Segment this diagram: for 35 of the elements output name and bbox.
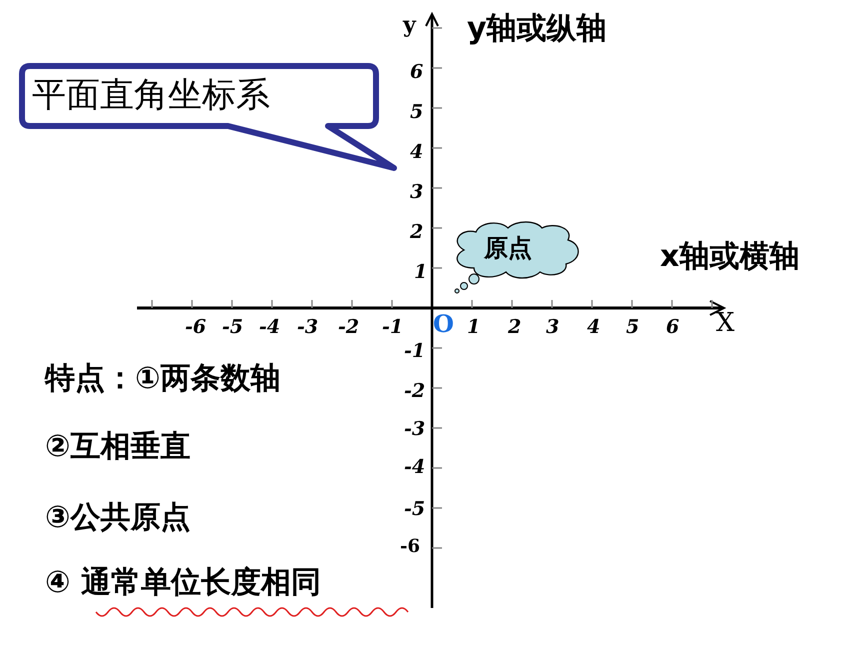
tick-number: -1 <box>404 342 426 361</box>
axis-letter: X <box>716 310 735 336</box>
tick-number: 3 <box>410 183 424 202</box>
tick-number: 6 <box>666 318 680 337</box>
tick-number: 1 <box>414 263 428 282</box>
tick-number: 4 <box>587 318 600 337</box>
tick-number: -3 <box>404 420 426 439</box>
tick-number: 3 <box>546 318 560 337</box>
feature-text: 特点：①两条数轴 <box>45 364 280 394</box>
feature-text: ②互相垂直 <box>45 432 190 462</box>
origin-letter: O <box>433 312 454 336</box>
tick-number: 2 <box>508 318 522 337</box>
tick-number: -4 <box>404 458 426 477</box>
tick-number: -1 <box>382 318 404 337</box>
feature-text: ③公共原点 <box>45 503 190 533</box>
tick-number: 2 <box>410 223 424 242</box>
feature-text: ④ 通常单位长度相同 <box>45 568 321 598</box>
tick-number: -2 <box>404 382 426 401</box>
tick-number: -3 <box>297 318 318 337</box>
tick-number: 6 <box>410 63 424 82</box>
tick-number: -5 <box>404 500 426 519</box>
callout-text: 平面直角坐标系 <box>32 78 270 112</box>
bubble-text: 原点 <box>484 236 532 260</box>
tick-number: -2 <box>338 318 360 337</box>
axis-name: x轴或横轴 <box>660 242 800 272</box>
axis-name: y轴或纵轴 <box>467 14 607 44</box>
tick-number: 1 <box>467 318 480 337</box>
tick-number: -4 <box>259 318 280 337</box>
tick-number: -5 <box>222 318 244 337</box>
tick-number: -6 <box>185 318 206 337</box>
tick-number: 5 <box>410 103 424 122</box>
axis-letter: y <box>403 14 416 36</box>
tick-number: -6 <box>400 538 420 556</box>
tick-number: 4 <box>410 143 424 162</box>
tick-number: 5 <box>626 318 640 337</box>
